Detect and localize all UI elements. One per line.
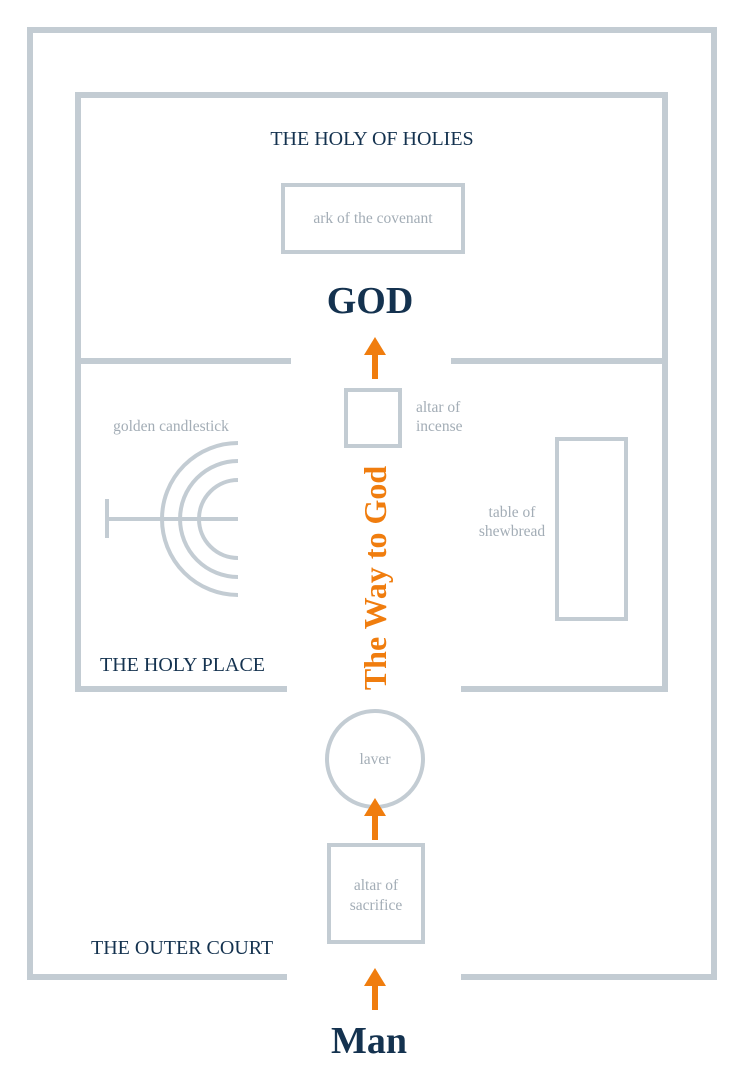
shewbread-label-line2: shewbread [479,523,546,540]
table-of-shewbread [555,437,628,621]
altar-of-sacrifice [327,843,425,944]
altar-of-sacrifice-label-line2: sacrifice [350,897,403,914]
altar-of-incense [344,388,402,448]
outer-court-label: THE OUTER COURT [91,937,273,959]
golden-candlestick-icon [105,441,239,597]
outer-court-wall [27,27,717,980]
the-way-to-god-label: The Way to God [357,466,393,691]
ark-of-the-covenant [281,183,465,254]
golden-candlestick-label: golden candlestick [113,418,229,435]
holy-of-holies-label: THE HOLY OF HOLIES [270,128,473,150]
tabernacle-wall [75,92,668,692]
arrow-up-icon [364,968,386,1010]
man-label: Man [331,1020,407,1062]
god-label: GOD [327,280,414,322]
altar-of-incense-label-line2: incense [416,418,463,435]
shewbread-label-line1: table of [489,504,537,521]
ark-label: ark of the covenant [313,210,433,227]
arrow-up-icon [364,337,386,379]
holy-place-label: THE HOLY PLACE [100,654,265,676]
laver-label: laver [360,751,392,768]
arrow-up-icon [364,798,386,840]
altar-of-sacrifice-label-line1: altar of [354,877,399,894]
altar-of-incense-label-line1: altar of [416,399,461,416]
